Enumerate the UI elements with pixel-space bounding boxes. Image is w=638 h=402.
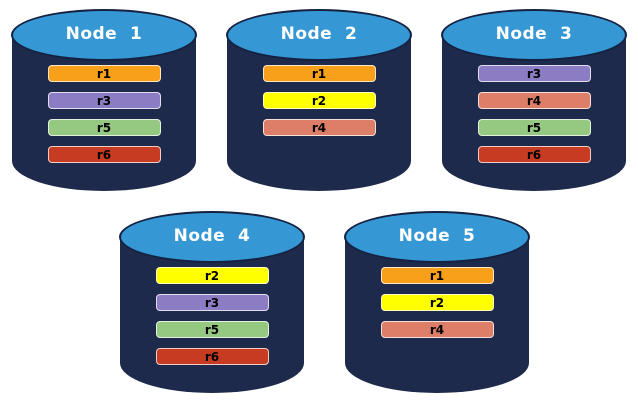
replica-bar-label: r3 [526, 66, 542, 81]
replica-bar-r1: r1 [380, 267, 494, 284]
replica-bar-r2: r2 [155, 267, 269, 284]
replica-bar-r6: r6 [477, 146, 591, 163]
database-node-2: Node 2 r1 r2 r4 [226, 7, 412, 191]
node-label: Node 1 [65, 24, 143, 44]
replica-bar-label: r1 [311, 66, 327, 81]
replica-bar-r5: r5 [155, 321, 269, 338]
node-label: Node 4 [173, 226, 251, 246]
replica-list: r2 r3 r5 r6 [119, 267, 305, 365]
replica-list: r1 r3 r5 r6 [11, 65, 197, 163]
cylinder-top-ellipse: Node 2 [226, 9, 412, 61]
replica-bar-label: r1 [96, 66, 112, 81]
replica-bar-r5: r5 [477, 119, 591, 136]
replica-bar-r6: r6 [155, 348, 269, 365]
replica-bar-r2: r2 [380, 294, 494, 311]
replica-bar-r4: r4 [262, 119, 376, 136]
replica-bar-label: r5 [526, 120, 542, 135]
replica-bar-label: r3 [96, 93, 112, 108]
replica-bar-label: r4 [429, 322, 445, 337]
cylinder-body [120, 237, 304, 393]
node-label: Node 3 [495, 24, 573, 44]
replica-bar-r4: r4 [477, 92, 591, 109]
replica-bar-label: r2 [311, 93, 327, 108]
replica-bar-r4: r4 [380, 321, 494, 338]
replica-bar-label: r2 [204, 268, 220, 283]
replica-bar-label: r5 [96, 120, 112, 135]
replica-list: r3 r4 r5 r6 [441, 65, 627, 163]
node-label: Node 2 [280, 24, 358, 44]
replica-bar-label: r4 [311, 120, 327, 135]
replica-list: r1 r2 r4 [226, 65, 412, 136]
replica-bar-label: r6 [204, 349, 220, 364]
database-node-1: Node 1 r1 r3 r5 r6 [11, 7, 197, 191]
node-label: Node 5 [398, 226, 476, 246]
replica-bar-r1: r1 [47, 65, 161, 82]
replica-bar-label: r5 [204, 322, 220, 337]
replica-bar-r3: r3 [477, 65, 591, 82]
database-node-3: Node 3 r3 r4 r5 r6 [441, 7, 627, 191]
cylinder-body [442, 35, 626, 191]
replica-bar-label: r3 [204, 295, 220, 310]
replica-list: r1 r2 r4 [344, 267, 530, 338]
database-node-5: Node 5 r1 r2 r4 [344, 209, 530, 393]
cylinder-body [227, 35, 411, 191]
replica-bar-label: r1 [429, 268, 445, 283]
cylinder-body [12, 35, 196, 191]
cylinder-top-ellipse: Node 3 [441, 9, 627, 61]
replica-bar-r6: r6 [47, 146, 161, 163]
replica-bar-r3: r3 [47, 92, 161, 109]
replica-bar-r5: r5 [47, 119, 161, 136]
replica-bar-label: r6 [526, 147, 542, 162]
replica-bar-label: r4 [526, 93, 542, 108]
cylinder-top-ellipse: Node 1 [11, 9, 197, 61]
database-node-4: Node 4 r2 r3 r5 r6 [119, 209, 305, 393]
cylinder-body [345, 237, 529, 393]
replica-bar-r3: r3 [155, 294, 269, 311]
cylinder-top-ellipse: Node 4 [119, 211, 305, 263]
replica-bar-label: r6 [96, 147, 112, 162]
replica-bar-r2: r2 [262, 92, 376, 109]
replica-bar-label: r2 [429, 295, 445, 310]
replica-bar-r1: r1 [262, 65, 376, 82]
cylinder-top-ellipse: Node 5 [344, 211, 530, 263]
